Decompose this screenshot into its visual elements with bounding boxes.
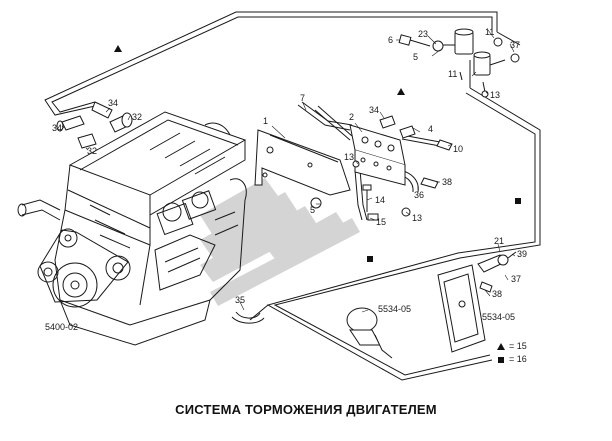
callout-7: 7 [300, 93, 305, 103]
callout-14: 15 [376, 217, 386, 227]
callout-35: 37 [510, 40, 520, 50]
engine-block [17, 111, 247, 346]
callout-20-a: 34 [369, 105, 379, 115]
callout-20-b: 34 [108, 98, 118, 108]
callout-23: 36 [414, 190, 424, 200]
callout-labels: 1 2 4 5 7 10 14 15 13 13 13 34 34 34 32 … [45, 27, 527, 332]
legend-triangle-text: = 15 [509, 341, 527, 351]
callout-13: 14 [375, 195, 385, 205]
line-markers [114, 45, 521, 262]
callout-4: 4 [428, 124, 433, 134]
solenoid-valve-upper [398, 28, 520, 98]
sensor-ref-a: 5534-05 [378, 304, 411, 314]
callout-34: 23 [418, 29, 428, 39]
callout-20-c: 34 [52, 123, 62, 133]
valve-block-part-2 [314, 105, 406, 186]
callout-38: 38 [492, 289, 502, 299]
diagram-title: СИСТЕМА ТОРМОЖЕНИЯ ДВИГАТЕЛЕМ [175, 402, 437, 417]
callout-19-a: 32 [132, 112, 142, 122]
callout-12-b: 13 [412, 213, 422, 223]
watermark-logo [200, 178, 360, 306]
square-marker-icon [498, 356, 504, 363]
callout-1: 1 [263, 116, 268, 126]
callout-21: 35 [235, 295, 245, 305]
legend-row-square: = 16 [497, 353, 527, 366]
callout-10: 10 [453, 144, 463, 154]
callout-12-a: 13 [344, 152, 354, 162]
legend-row-triangle: = 15 [497, 340, 527, 353]
callout-12-c: 13 [490, 90, 500, 100]
callout-36: 38 [442, 177, 452, 187]
callout-39: 39 [517, 249, 527, 259]
triangle-marker-icon [497, 343, 505, 350]
callout-11-a: 11 [485, 27, 494, 37]
callout-5-top: 5 [413, 52, 418, 62]
air-lines [44, 11, 541, 381]
leader-lines [61, 29, 516, 313]
callout-2: 2 [349, 112, 354, 122]
sensor-ref-b: 5534-05 [482, 312, 515, 322]
callout-6: 6 [388, 35, 393, 45]
engine-ref: 5400-02 [45, 322, 78, 332]
callout-37: 37 [511, 274, 521, 284]
callout-11-b: 11 [448, 69, 457, 79]
bracket-part-1 [254, 129, 351, 196]
legend-square-text: = 16 [509, 354, 527, 364]
callout-32: 21 [494, 236, 504, 246]
callout-19-b: 32 [87, 146, 97, 156]
legend: = 15 = 16 [497, 340, 527, 366]
callout-5: 5 [310, 205, 315, 215]
